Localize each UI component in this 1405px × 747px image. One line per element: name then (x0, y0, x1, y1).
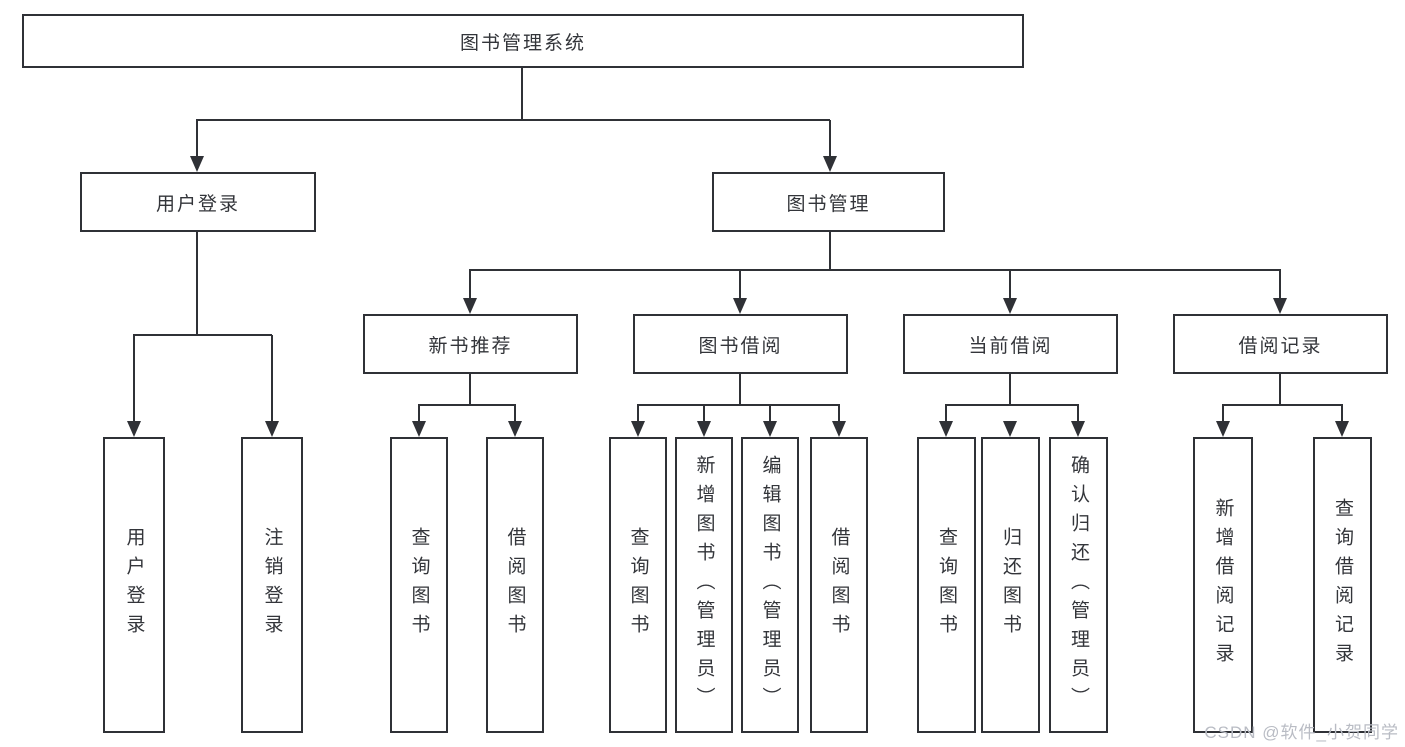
leaf-label: 查询借阅记录 (1332, 498, 1353, 672)
leaf-label: 用户登录 (123, 527, 145, 643)
leaf-query-borrow-record: 查询借阅记录 (1313, 437, 1372, 733)
leaf-logout: 注销登录 (241, 437, 303, 733)
leaf-label: 查询图书 (936, 527, 957, 643)
leaf-label: 新增图书（管理员） (693, 454, 715, 716)
leaf-query-books-borrowing: 查询图书 (609, 437, 667, 733)
leaf-add-borrow-record: 新增借阅记录 (1193, 437, 1253, 733)
leaf-borrow-books-recommend: 借阅图书 (486, 437, 544, 733)
leaf-return-books: 归还图书 (981, 437, 1040, 733)
leaf-label: 查询图书 (408, 527, 430, 643)
node-borrow-records: 借阅记录 (1173, 314, 1388, 374)
leaf-query-books-current: 查询图书 (917, 437, 976, 733)
leaf-label: 新增借阅记录 (1212, 498, 1234, 672)
leaf-edit-books-admin: 编辑图书（管理员） (741, 437, 799, 733)
leaf-user-login: 用户登录 (103, 437, 165, 733)
csdn-watermark: CSDN @软件_小贺同学 (1204, 723, 1399, 742)
leaf-confirm-return-admin: 确认归还（管理员） (1049, 437, 1108, 733)
node-user-login-branch: 用户登录 (80, 172, 316, 232)
leaf-add-books-admin: 新增图书（管理员） (675, 437, 733, 733)
leaf-label: 编辑图书（管理员） (759, 454, 781, 716)
leaf-label: 借阅图书 (504, 527, 526, 643)
node-book-borrowing: 图书借阅 (633, 314, 848, 374)
node-new-book-recommendation: 新书推荐 (363, 314, 578, 374)
leaf-label: 借阅图书 (828, 527, 850, 643)
leaf-borrow-books-borrowing: 借阅图书 (810, 437, 868, 733)
leaf-label: 确认归还（管理员） (1068, 454, 1089, 716)
leaf-label: 查询图书 (627, 527, 649, 643)
node-book-management-branch: 图书管理 (712, 172, 945, 232)
node-current-borrowing: 当前借阅 (903, 314, 1118, 374)
leaf-label: 归还图书 (1000, 527, 1021, 643)
node-root-system: 图书管理系统 (22, 14, 1024, 68)
leaf-query-books-recommend: 查询图书 (390, 437, 448, 733)
leaf-label: 注销登录 (261, 527, 283, 643)
